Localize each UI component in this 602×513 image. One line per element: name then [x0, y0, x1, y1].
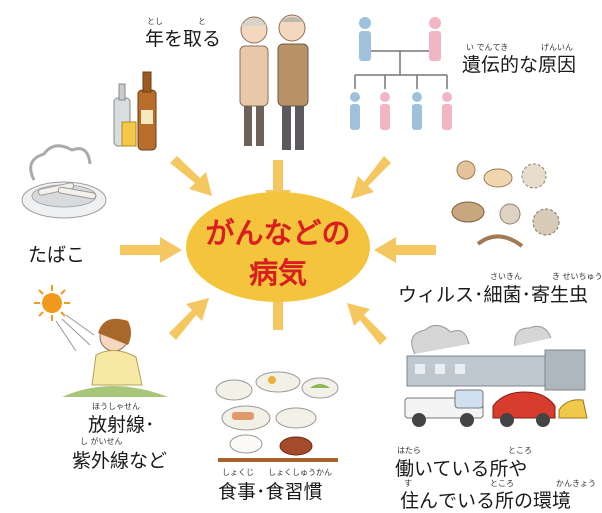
microbes-ruby-1: さいきん [490, 272, 522, 281]
environment-label-line1: 働いている所や [395, 458, 528, 480]
tobacco-label: たばこ [28, 244, 86, 266]
factory-traffic-illustration [404, 325, 588, 427]
bottles-illustration [113, 71, 157, 151]
arrow-from-radiation [169, 298, 209, 340]
arrow-from-genetic [351, 156, 391, 199]
center-ellipse [186, 192, 370, 302]
diet-ruby-1: しょくじ [222, 468, 254, 477]
family-tree-illustration [350, 17, 452, 130]
arrow-from-environment [347, 303, 387, 345]
age-ruby-1: とし [147, 17, 163, 26]
radiation-label-line2: 紫外線など [72, 450, 168, 472]
environment-ruby-1: はたら [397, 446, 421, 455]
radiation-ruby-2: し がいせん [80, 437, 123, 446]
environment-ruby-2: ところ [508, 446, 532, 455]
genetic-label: 遺伝的な原因 [462, 54, 577, 76]
center-label-line1: がんなどの [205, 216, 351, 250]
radiation-ruby-1: ほうしゃせん [92, 402, 140, 411]
diet-label: 食事･食習慣 [218, 481, 323, 503]
microbes-illustration [451, 160, 560, 248]
arrow-from-upper-left [170, 156, 212, 196]
environment-ruby-4: ところ [490, 479, 514, 488]
elderly-couple-illustration [239, 14, 309, 150]
sun-exposure-illustration [34, 285, 168, 397]
meal-tray-illustration [215, 371, 339, 462]
center-label-line2: 病気 [248, 256, 307, 290]
microbes-ruby-2: き せいちゅう [552, 272, 602, 281]
microbes-label: ウィルス･細菌･寄生虫 [398, 284, 589, 306]
environment-ruby-5: かんきょう [556, 479, 596, 488]
environment-ruby-3: す [404, 479, 412, 488]
ashtray-illustration [21, 144, 107, 219]
arrow-from-tobacco [120, 237, 182, 263]
center-label: がんなどの 病気 [185, 213, 371, 293]
arrow-from-microbes [374, 237, 436, 263]
genetic-ruby-2: げんいん [541, 43, 573, 52]
diet-ruby-2: しょくしゅうかん [268, 468, 332, 477]
environment-label-line2: 住んでいる所の環境 [400, 490, 572, 512]
radiation-label-line1: 放射線･ [88, 414, 155, 436]
age-label: 年を取る [145, 28, 222, 50]
genetic-ruby-1: い でんてき [466, 43, 509, 52]
age-ruby-2: と [198, 17, 206, 26]
